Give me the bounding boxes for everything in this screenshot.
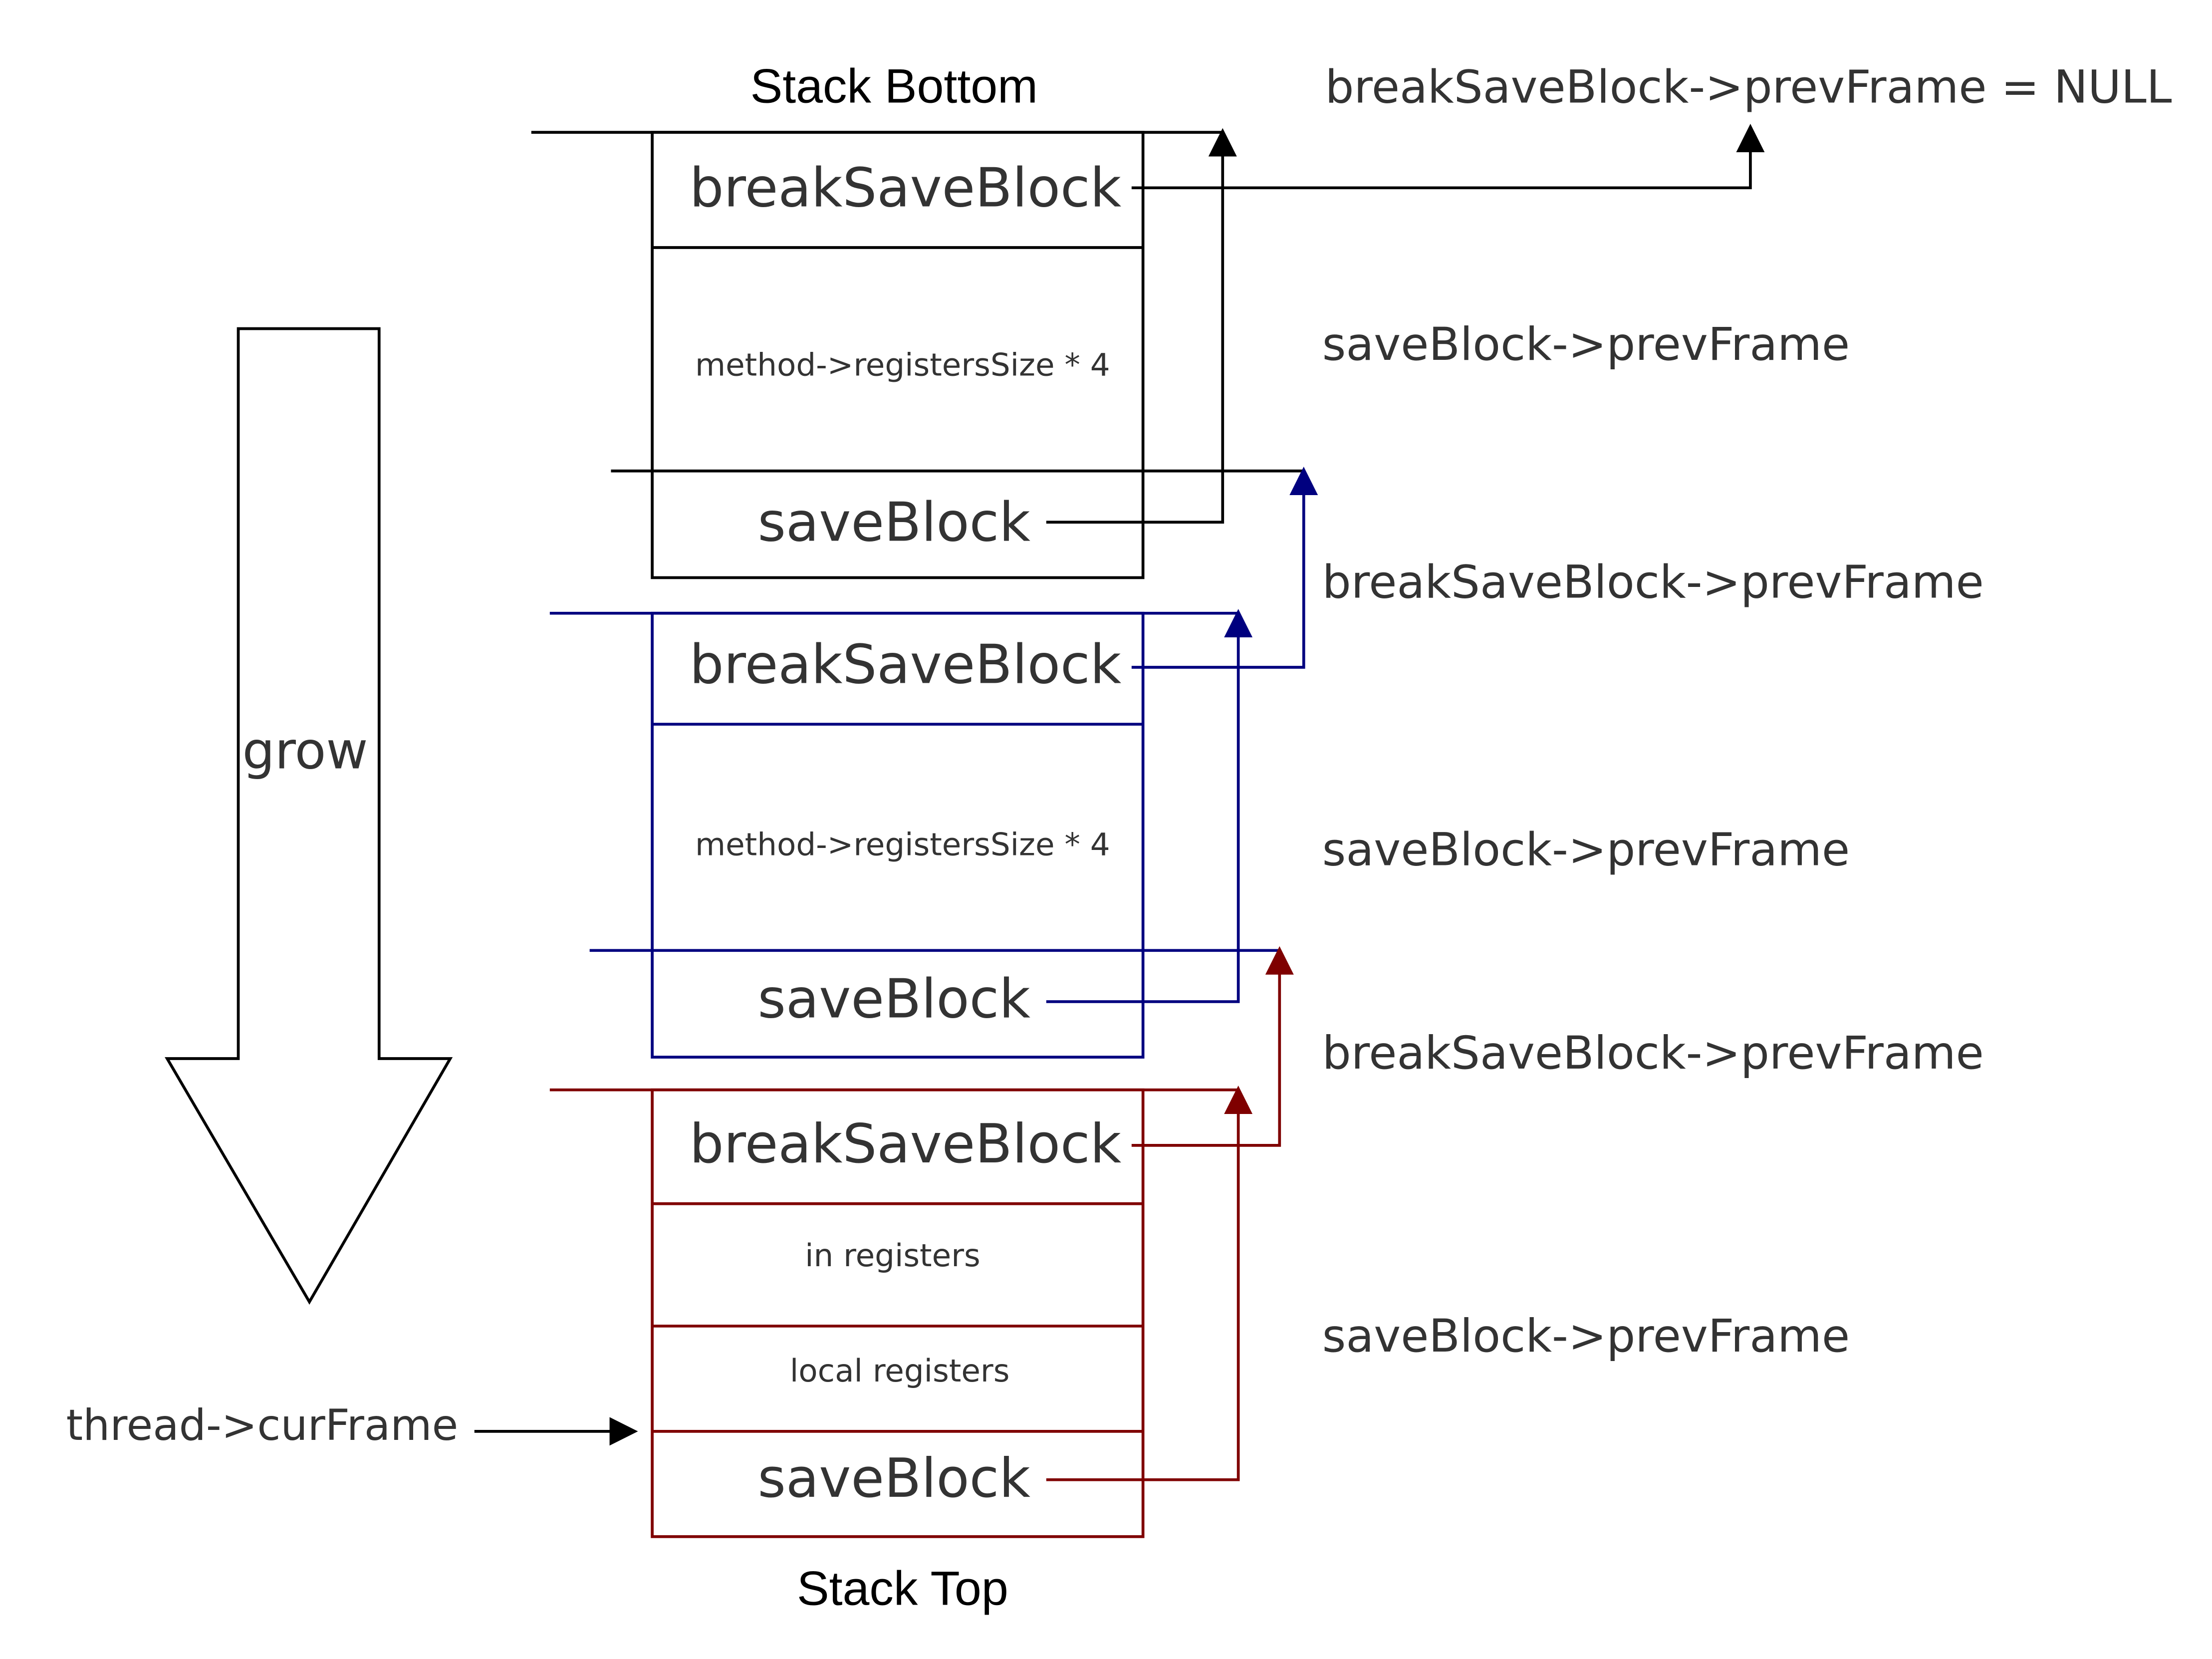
frame-3-save-block: saveBlock xyxy=(757,1446,1030,1510)
frame-3-local-registers: local registers xyxy=(790,1353,1010,1389)
stack-top-label: Stack Top xyxy=(797,1561,1008,1616)
annotation-frame-3-save: saveBlock->prevFrame xyxy=(1322,1309,1850,1363)
frame-1-break-save-block: breakSaveBlock xyxy=(690,156,1122,219)
frame-3 xyxy=(549,1088,1238,1538)
frame-2-break-save-block: breakSaveBlock xyxy=(690,632,1122,696)
frame-1 xyxy=(531,131,1304,579)
pointer-frame-1-save-to-bottom xyxy=(1046,128,1237,524)
pointer-frame-2-break-to-frame-1 xyxy=(1131,467,1318,669)
frame-2-save-block: saveBlock xyxy=(757,967,1030,1030)
grow-arrow xyxy=(165,327,453,1305)
annotation-null: breakSaveBlock->prevFrame = NULL xyxy=(1325,60,2172,113)
pointer-frame-2-save-to-top xyxy=(1046,609,1253,1003)
frame-1-save-block: saveBlock xyxy=(757,490,1030,553)
frame-2 xyxy=(549,611,1280,1059)
annotation-frame-3-break: breakSaveBlock->prevFrame xyxy=(1322,1026,1984,1080)
frame-3-break-save-block: breakSaveBlock xyxy=(690,1112,1122,1175)
frame-1-registers: method->registersSize * 4 xyxy=(695,347,1110,383)
annotation-frame-1-save: saveBlock->prevFrame xyxy=(1322,317,1850,371)
annotation-frame-2-save: saveBlock->prevFrame xyxy=(1322,823,1850,876)
frame-3-in-registers: in registers xyxy=(805,1237,981,1274)
pointer-frame-3-save-to-top xyxy=(1046,1086,1253,1481)
pointer-frame-1-break-to-null xyxy=(1131,124,1765,190)
annotation-frame-2-break: breakSaveBlock->prevFrame xyxy=(1322,555,1984,608)
cur-frame-label: thread->curFrame xyxy=(66,1401,459,1450)
pointer-frame-3-break-to-frame-2 xyxy=(1131,946,1294,1147)
stack-bottom-label: Stack Bottom xyxy=(750,58,1038,113)
frame-2-registers: method->registersSize * 4 xyxy=(695,826,1110,862)
grow-label: grow xyxy=(243,721,368,781)
